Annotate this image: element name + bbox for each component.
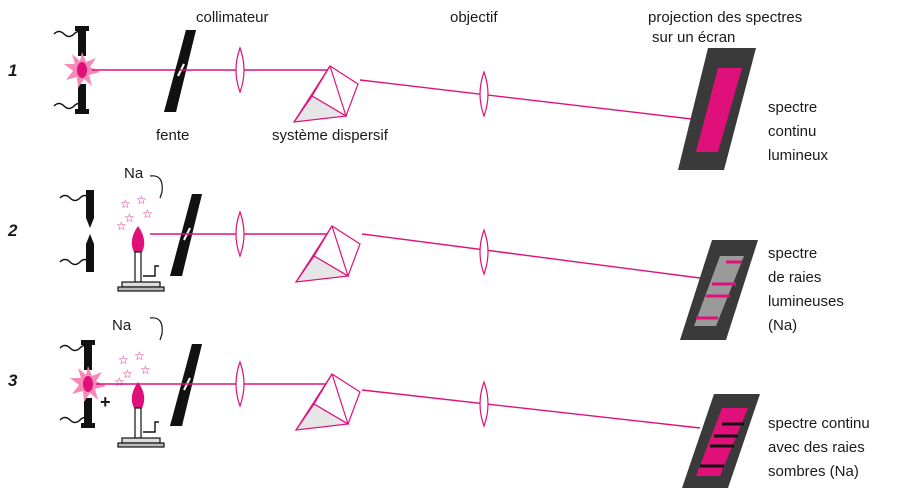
label-objectif: objectif	[450, 9, 498, 26]
label-systeme-dispersif: système dispersif	[272, 127, 389, 144]
collimator-lens-icon	[235, 211, 245, 257]
objective-lens-icon	[479, 71, 489, 117]
svg-text:lumineuses: lumineuses	[768, 293, 844, 310]
objective-lens-icon	[479, 381, 489, 427]
label-collimateur: collimateur	[196, 9, 269, 26]
collimator-lens-icon	[235, 361, 245, 407]
svg-text:sombres (Na): sombres (Na)	[768, 463, 859, 480]
label-na-row3: Na	[112, 317, 132, 334]
electrodes-icon	[59, 190, 94, 272]
label-projection-2: sur un écran	[652, 29, 735, 46]
screen-continuous	[678, 48, 756, 170]
label-fente: fente	[156, 127, 189, 144]
row-3	[59, 317, 760, 488]
objective-lens-icon	[479, 229, 489, 275]
arrow-icon	[149, 317, 163, 341]
arrow-icon	[149, 175, 163, 199]
svg-text:continu: continu	[768, 123, 816, 140]
bunsen-burner-icon	[117, 225, 165, 292]
slit-icon	[169, 343, 203, 427]
svg-text:(Na): (Na)	[768, 317, 797, 334]
row-2	[59, 175, 758, 340]
screen-emission	[680, 240, 758, 340]
label-projection-1: projection des spectres	[648, 9, 802, 26]
bunsen-burner-icon	[117, 381, 165, 448]
spectrum-label-3: spectre continu avec des raies sombres (…	[768, 415, 870, 480]
svg-text:spectre: spectre	[768, 245, 817, 262]
spectrum-label-1: spectre continu lumineux	[768, 99, 829, 164]
prism-icon	[293, 65, 359, 123]
plus-sign: +	[100, 392, 111, 412]
svg-text:lumineux: lumineux	[768, 147, 829, 164]
svg-text:spectre continu: spectre continu	[768, 415, 870, 432]
row-number-3: 3	[8, 371, 18, 390]
sodium-atoms-icon	[116, 193, 153, 233]
screen-absorption	[682, 394, 760, 488]
label-na-row2: Na	[124, 165, 144, 182]
slit-icon	[163, 29, 197, 113]
spectrum-label-2: spectre de raies lumineuses (Na)	[768, 245, 844, 334]
slit-icon	[169, 193, 203, 277]
prism-icon	[295, 373, 361, 431]
row-1	[53, 25, 756, 170]
collimator-lens-icon	[235, 47, 245, 93]
sodium-atoms-icon	[114, 349, 151, 389]
svg-text:de raies: de raies	[768, 269, 821, 286]
row-number-2: 2	[7, 221, 18, 240]
svg-text:spectre: spectre	[768, 99, 817, 116]
svg-text:avec des raies: avec des raies	[768, 439, 865, 456]
row-number-1: 1	[8, 61, 17, 80]
